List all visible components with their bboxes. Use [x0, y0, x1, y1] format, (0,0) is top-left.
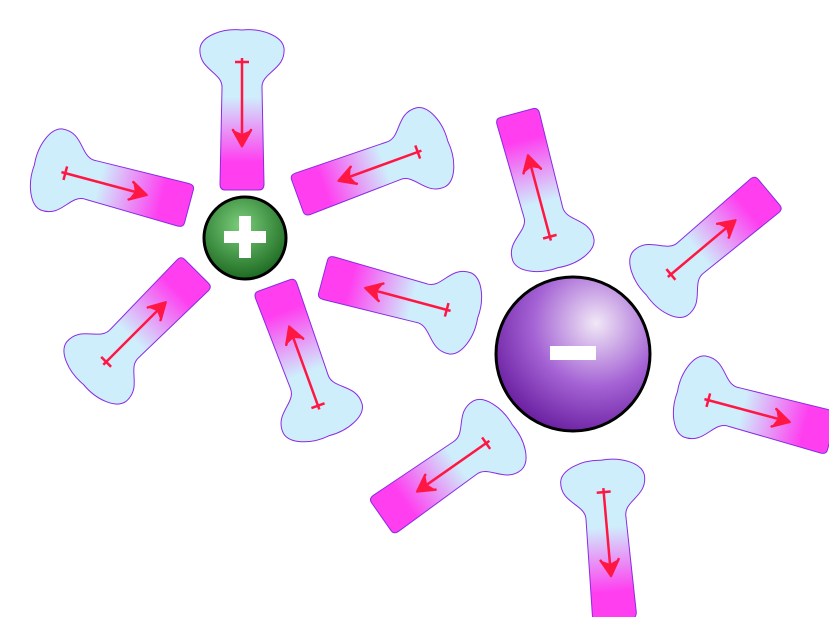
- water-molecule-anion-10: [357, 390, 537, 551]
- water-molecule-cation-2: [200, 30, 284, 190]
- water-molecule-cation-4: [54, 242, 227, 415]
- water-molecule-anion-6: [476, 102, 599, 279]
- water-molecule-anion-8: [312, 236, 489, 359]
- water-molecule-cation-3: [283, 101, 462, 235]
- minus-icon: [550, 346, 596, 360]
- water-molecule-anion-11: [559, 456, 657, 617]
- anion: [496, 277, 650, 431]
- cation: [204, 197, 286, 279]
- molecule-body: [666, 351, 829, 474]
- water-molecule-cation-1: [23, 124, 200, 247]
- water-molecules-group: [23, 30, 829, 617]
- water-molecule-anion-9: [666, 351, 829, 474]
- water-molecule-anion-7: [619, 160, 796, 328]
